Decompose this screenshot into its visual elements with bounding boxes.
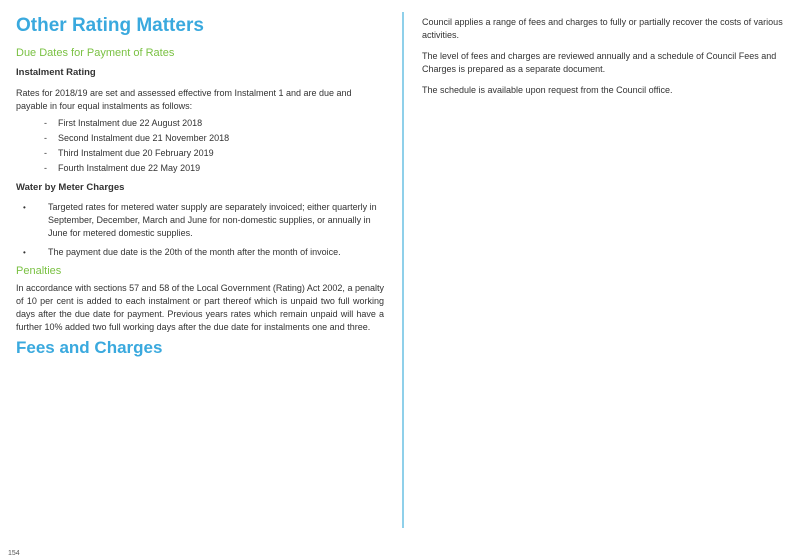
- fees-paragraph-2: The level of fees and charges are review…: [422, 51, 777, 74]
- list-item: - Third Instalment due 20 February 2019: [44, 146, 384, 161]
- right-column: Council applies a range of fees and char…: [422, 16, 790, 97]
- instalment-rating-heading: Instalment Rating: [16, 67, 96, 78]
- bullet-text: Targeted rates for metered water supply …: [48, 202, 377, 238]
- left-column: Other Rating Matters Due Dates for Payme…: [16, 14, 384, 359]
- bullet-text: The payment due date is the 20th of the …: [48, 247, 341, 257]
- fees-paragraph-1: Council applies a range of fees and char…: [422, 17, 783, 40]
- fees-and-charges-title: Fees and Charges: [16, 338, 163, 357]
- water-meter-heading: Water by Meter Charges: [16, 182, 125, 193]
- penalties-heading: Penalties: [16, 265, 62, 277]
- dash-marker: -: [44, 133, 47, 143]
- dash-marker: -: [44, 118, 47, 128]
- bullet-marker: •: [23, 248, 26, 257]
- instalment-text: First Instalment due 22 August 2018: [58, 118, 203, 128]
- instalment-text: Fourth Instalment due 22 May 2019: [58, 163, 201, 173]
- page-number: 154: [8, 550, 20, 557]
- list-item: - First Instalment due 22 August 2018: [44, 116, 384, 131]
- list-item: • Targeted rates for metered water supply…: [16, 201, 384, 240]
- due-dates-heading: Due Dates for Payment of Rates: [16, 47, 175, 59]
- list-item: - Fourth Instalment due 22 May 2019: [44, 161, 384, 176]
- column-divider: [402, 12, 404, 528]
- instalment-paragraph: Rates for 2018/19 are set and assessed e…: [16, 88, 352, 111]
- list-item: • The payment due date is the 20th of the…: [16, 246, 384, 259]
- bullet-marker: •: [23, 203, 26, 212]
- dash-marker: -: [44, 163, 47, 173]
- water-bullet-list: • Targeted rates for metered water supply…: [16, 201, 384, 259]
- instalment-text: Second Instalment due 21 November 2018: [58, 133, 230, 143]
- dash-marker: -: [44, 148, 47, 158]
- page-title: Other Rating Matters: [16, 15, 204, 36]
- list-item: - Second Instalment due 21 November 2018: [44, 131, 384, 146]
- penalties-paragraph: In accordance with sections 57 and 58 of…: [16, 283, 384, 332]
- instalment-text: Third Instalment due 20 February 2019: [58, 148, 214, 158]
- instalment-list: - First Instalment due 22 August 2018 - Se…: [16, 116, 384, 176]
- fees-paragraph-3: The schedule is available upon request f…: [422, 85, 673, 95]
